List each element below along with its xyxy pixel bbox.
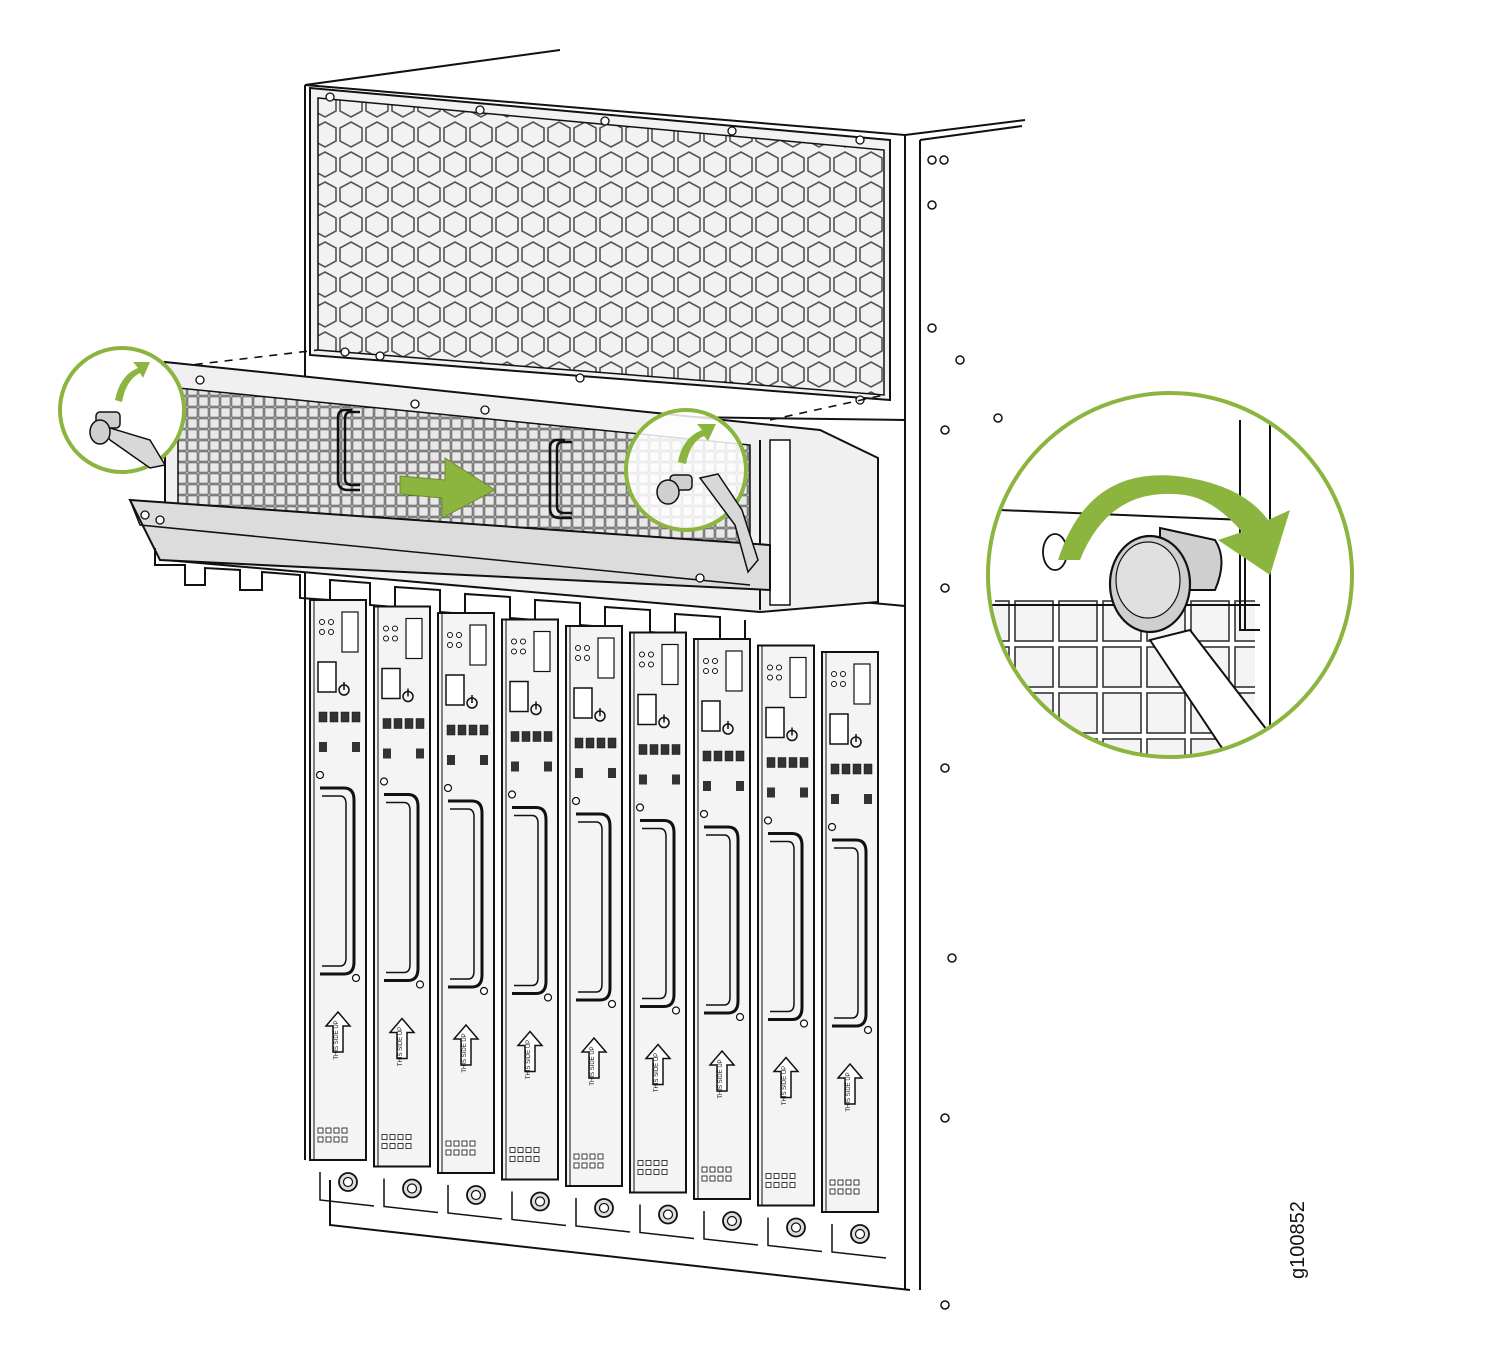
captive-screw-icon[interactable] [831,1224,887,1259]
card-orientation-label: THIS SIDE UP [782,1066,788,1105]
up-arrow-icon [388,1017,416,1060]
captive-screw-icon[interactable] [511,1191,567,1227]
alignment-guides [164,349,885,421]
captive-screw-icon[interactable] [767,1217,823,1253]
power-icon [402,688,414,703]
up-arrow-icon [580,1036,608,1079]
ejector-latch[interactable] [509,680,529,713]
ejector-latch[interactable] [765,706,785,739]
card-orientation-label: THIS SIDE UP [526,1040,532,1079]
fan-tray-handle-right[interactable] [548,438,572,520]
fan-tray-hex-panel [309,86,891,405]
line-card[interactable]: THIS SIDE UP [373,605,431,1168]
power-icon [722,721,734,735]
line-card[interactable]: THIS SIDE UP [821,651,879,1213]
left-latch-callout [58,346,186,474]
up-arrow-icon [324,1010,352,1053]
fan-tray-handle-left[interactable] [336,408,360,492]
captive-screw-icon[interactable] [703,1211,759,1246]
figure-id-label: g100852 [1286,1201,1309,1279]
card-orientation-label: THIS SIDE UP [462,1033,468,1072]
up-arrow-icon [644,1043,672,1086]
thumbscrew-zoom-detail [986,391,1354,759]
line-card[interactable]: THIS SIDE UP [757,644,815,1207]
card-handle[interactable] [448,799,484,989]
line-card[interactable]: THIS SIDE UP [693,638,751,1200]
thumbscrew-knob-large[interactable] [1108,526,1223,634]
ejector-latch[interactable] [381,667,401,700]
ejector-latch[interactable] [701,700,721,732]
line-card[interactable]: THIS SIDE UP [629,631,687,1194]
line-card-group: THIS SIDE UP THIS SIDE UP THIS SIDE UP THIS… [309,599,887,1259]
line-card[interactable]: THIS SIDE UP [565,625,623,1187]
captive-screw-icon[interactable] [639,1204,695,1240]
card-handle[interactable] [640,819,676,1008]
up-arrow-icon [836,1062,864,1105]
power-icon [530,701,542,716]
card-handle[interactable] [576,812,612,1002]
line-card[interactable]: THIS SIDE UP [437,612,495,1174]
line-card[interactable]: THIS SIDE UP [501,618,559,1181]
card-handle[interactable] [832,838,868,1028]
fan-tray-module [128,360,879,644]
power-icon [466,695,478,709]
captive-screw-icon[interactable] [575,1198,631,1233]
thumbscrew-knob[interactable] [656,474,693,505]
captive-screw-icon[interactable] [447,1185,503,1220]
card-orientation-label: THIS SIDE UP [846,1072,852,1111]
up-arrow-icon [516,1030,544,1073]
card-orientation-label: THIS SIDE UP [654,1053,660,1092]
ejector-latch[interactable] [445,674,465,706]
ejector-latch[interactable] [829,713,849,745]
power-icon [338,682,350,696]
thumbscrew-knob[interactable] [89,411,121,445]
card-handle[interactable] [768,832,804,1021]
rotate-arrow-icon [678,424,716,464]
power-icon [594,708,606,722]
up-arrow-icon [772,1056,800,1099]
captive-screw-icon[interactable] [319,1172,375,1207]
rail-holes [927,155,1003,1310]
ejector-latch[interactable] [573,687,593,719]
right-latch-callout [624,408,759,574]
card-handle[interactable] [512,806,548,995]
card-handle[interactable] [320,786,356,976]
ejector-latch[interactable] [317,661,337,693]
card-handle[interactable] [704,825,740,1015]
card-handle[interactable] [384,793,420,982]
power-icon [786,727,798,742]
card-orientation-label: THIS SIDE UP [334,1020,340,1059]
card-orientation-label: THIS SIDE UP [398,1027,404,1066]
line-card[interactable]: THIS SIDE UP [309,599,367,1161]
up-arrow-icon [452,1023,480,1066]
rotate-arrow-icon [1058,475,1290,575]
captive-screw-icon[interactable] [383,1178,439,1214]
card-orientation-label: THIS SIDE UP [718,1059,724,1098]
ejector-latch[interactable] [637,693,657,726]
rotate-arrow-icon [115,362,150,402]
power-icon [850,734,862,748]
up-arrow-icon [708,1049,736,1092]
insertion-direction-arrow-icon [399,457,496,519]
power-icon [658,714,670,729]
card-orientation-label: THIS SIDE UP [590,1046,596,1085]
